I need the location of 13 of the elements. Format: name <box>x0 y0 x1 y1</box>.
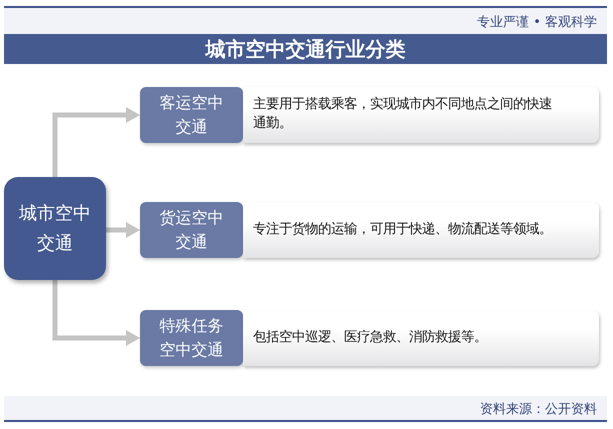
arrow <box>52 107 140 177</box>
arrow <box>52 280 140 346</box>
description-box: 专注于货物的运输，可用于快递、物流配送等领域。 <box>243 202 599 258</box>
slogan-text: 专业严谨 • 客观科学 <box>477 14 597 31</box>
category-box: 特殊任务空中交通 <box>140 310 243 366</box>
description-box: 主要用于搭载乘客，实现城市内不同地点之间的快速通勤。 <box>243 87 599 143</box>
arrow <box>106 222 140 238</box>
title-banner: 城市空中交通行业分类 <box>4 34 607 64</box>
description-box: 包括空中巡逻、医疗急救、消防救援等。 <box>243 310 599 366</box>
topic-box: 城市空中交通 <box>4 177 106 280</box>
source-note: 资料来源：公开资料 <box>480 401 597 418</box>
category-box: 客运空中交通 <box>140 87 243 143</box>
category-box: 货运空中交通 <box>140 202 243 258</box>
